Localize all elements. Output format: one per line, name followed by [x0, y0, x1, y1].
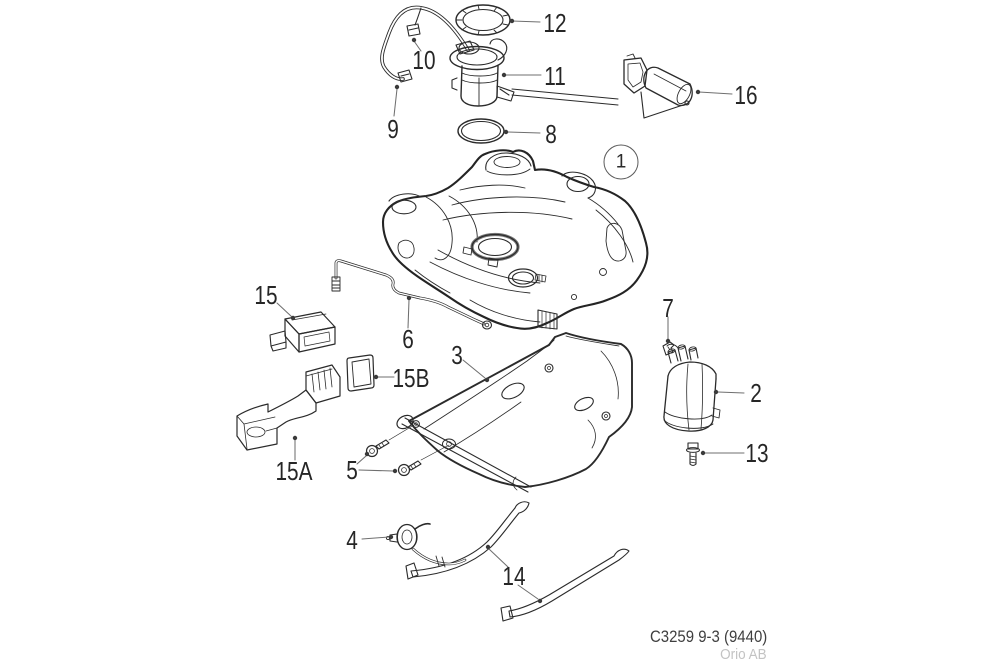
- part-label-6: 6: [402, 324, 414, 354]
- part-label-1: 1: [603, 144, 639, 180]
- leader-lines: [276, 20, 745, 600]
- sender-opening: [507, 268, 539, 288]
- fuel-level-sender-drawing: [623, 53, 693, 119]
- diagram-code: C3259 9-3 (9440): [649, 627, 767, 646]
- valve-drawing: [385, 522, 467, 568]
- part-label-9: 9: [387, 114, 399, 144]
- heat-shield-drawing: [396, 332, 633, 493]
- bolt-drawing: [686, 442, 700, 466]
- canister-drawing: [663, 343, 721, 432]
- part-label-15B: 15B: [392, 363, 430, 393]
- wiring-harness-drawing: [380, 5, 470, 83]
- part-label-7: 7: [662, 293, 674, 323]
- part-label-11: 11: [544, 61, 566, 91]
- assembly-direction-lines: [511, 88, 619, 106]
- fuel-tank-drawing: [381, 149, 649, 330]
- clip-drawing: [662, 341, 675, 356]
- part-label-15: 15: [254, 280, 278, 310]
- part-label-12: 12: [543, 8, 567, 38]
- part-label-3: 3: [451, 340, 463, 370]
- fuel-pipe-drawing: [331, 259, 493, 330]
- part-label-15A: 15A: [275, 456, 313, 486]
- part-label-10: 10: [412, 45, 436, 75]
- module-bracket-drawing: [236, 364, 341, 451]
- part-label-2: 2: [750, 378, 762, 408]
- fuel-pump-assembly-drawing: [449, 38, 515, 107]
- part-label-16: 16: [734, 80, 758, 110]
- harness-connector-10: [406, 23, 421, 37]
- part-label-8: 8: [545, 119, 557, 149]
- locking-ring-drawing: [455, 4, 511, 36]
- publisher-name: Orio AB: [720, 646, 767, 663]
- control-module-drawing: [269, 311, 336, 353]
- leader-dots: [290, 18, 719, 604]
- o-ring-drawing: [457, 118, 505, 144]
- harness-connector-9: [397, 69, 413, 83]
- tank-straps-drawing: [405, 501, 630, 622]
- screws-drawing: [365, 424, 450, 477]
- part-label-14: 14: [502, 561, 526, 591]
- part-label-13: 13: [745, 438, 769, 468]
- part-label-5: 5: [346, 455, 358, 485]
- part-label-4: 4: [346, 525, 358, 555]
- pad-drawing: [346, 354, 375, 392]
